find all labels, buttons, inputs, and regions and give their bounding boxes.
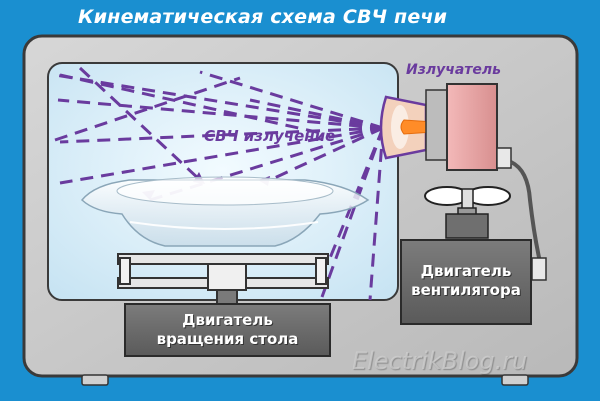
cable xyxy=(510,160,542,263)
fan-motor-label-line1: Двигатель xyxy=(420,262,512,280)
turntable-support xyxy=(117,253,329,305)
watermark: ElectrikBlog.ru xyxy=(352,347,528,375)
radiation-lines xyxy=(54,66,385,301)
fan-motor-shaft-block xyxy=(445,213,489,239)
radiation-label: СВЧ излучение xyxy=(204,127,336,145)
fan xyxy=(424,186,511,216)
table-motor-label: Двигатель вращения стола xyxy=(125,311,330,349)
fan-motor-label: Двигатель вентилятора xyxy=(401,262,531,300)
fan-motor-label-line2: вентилятора xyxy=(411,281,521,299)
cable-connector xyxy=(531,257,547,281)
table-motor-label-line1: Двигатель xyxy=(182,311,273,329)
emitter-label: Излучатель xyxy=(406,62,502,78)
diagram-title: Кинематическая схема СВЧ печи xyxy=(78,6,448,28)
foot-left xyxy=(81,374,109,386)
table-motor xyxy=(124,303,331,357)
table-motor-label-line2: вращения стола xyxy=(156,330,299,348)
foot-right xyxy=(501,374,529,386)
fan-motor xyxy=(400,239,532,325)
glass-dish xyxy=(80,176,370,247)
emitter xyxy=(379,83,512,171)
